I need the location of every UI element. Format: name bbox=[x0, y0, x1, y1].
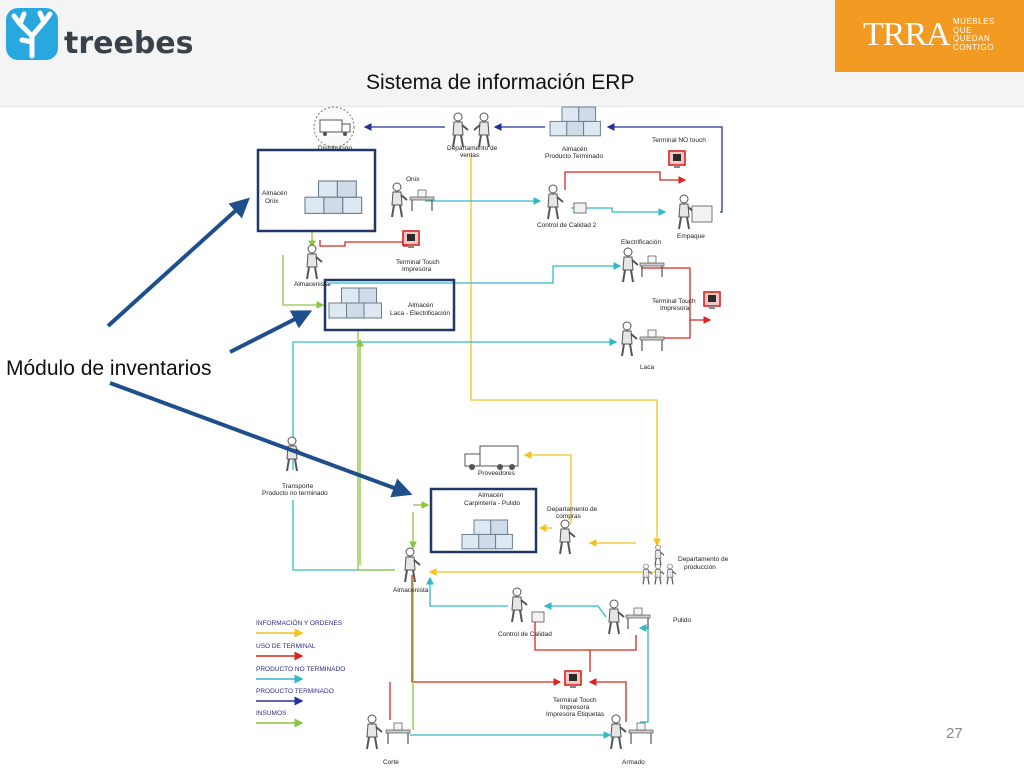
almacen-onix-boxes-icon bbox=[304, 180, 363, 214]
slide-number: 27 bbox=[946, 725, 963, 742]
label-control-calidad-2: Control de Calidad 2 bbox=[537, 222, 597, 229]
label-almacenista-bottom: Almacenista bbox=[393, 587, 429, 594]
label-compras-2: compras bbox=[556, 513, 582, 520]
almacenista-top-icon bbox=[306, 244, 323, 280]
legend: INFORMACIÓN Y ORDENES USO DE TERMINAL PR… bbox=[256, 618, 345, 728]
control-calidad-2-worker-icon bbox=[547, 184, 564, 220]
label-terminal-touch-bottom-3: Impresora Etiquetas bbox=[546, 711, 605, 718]
label-almacen-pt-2: Producto Terminado bbox=[545, 153, 603, 160]
trra-tagline: MUEBLES QUE QUEDAN CONTIGO bbox=[953, 17, 995, 52]
treebes-logo-text: treebes bbox=[64, 26, 194, 61]
label-almacen-onix-1: Almacén bbox=[262, 190, 288, 197]
label-terminal-touch-bottom-2: Impresora bbox=[560, 704, 590, 711]
legend-label-informacion: INFORMACIÓN Y ORDENES bbox=[256, 618, 343, 627]
label-ventas-1: Departamento de bbox=[447, 145, 498, 152]
produccion-team-icon bbox=[642, 544, 677, 586]
label-terminal-touch-right-1: Terminal Touch bbox=[652, 298, 696, 305]
label-ventas-2: ventas bbox=[460, 152, 480, 159]
callout-arrow-onix bbox=[106, 197, 250, 328]
label-electrificacion: Electrificación bbox=[621, 239, 661, 246]
label-laca: Laca bbox=[640, 364, 654, 371]
proveedores-truck-icon bbox=[464, 445, 519, 470]
callout-arrows bbox=[106, 197, 413, 498]
label-terminal-no-touch: Terminal NO touch bbox=[652, 137, 706, 144]
callout-arrow-laca bbox=[229, 310, 313, 354]
label-almacen-laca-1: Almacén bbox=[408, 302, 434, 309]
label-terminal-touch-top-2: Impresora bbox=[402, 266, 432, 273]
almacen-carpinteria-boxes-icon bbox=[461, 519, 513, 550]
modulo-inventarios-label: Módulo de inventarios bbox=[6, 357, 212, 380]
label-onix: Onix bbox=[406, 176, 420, 183]
laca-worker-icon bbox=[621, 321, 638, 357]
almacen-laca-highlight bbox=[323, 278, 456, 332]
tree-icon bbox=[6, 8, 58, 60]
label-produccion-1: Departamento de bbox=[678, 556, 729, 563]
label-corte: Corte bbox=[383, 759, 399, 766]
label-pulido: Pulido bbox=[673, 617, 691, 624]
trra-logo: TRRA MUEBLES QUE QUEDAN CONTIGO bbox=[835, 0, 1024, 72]
label-almacen-pt-1: Almacén bbox=[562, 146, 588, 153]
pulido-desk-icon bbox=[625, 607, 651, 630]
legend-label-no-terminado: PRODUCTO NO TERMINADO bbox=[256, 666, 345, 673]
corte-worker-icon bbox=[366, 714, 383, 750]
electrificacion-worker-icon bbox=[622, 247, 639, 283]
compras-worker-icon bbox=[559, 519, 576, 555]
legend-label-terminado: PRODUCTO TERMINADO bbox=[256, 688, 334, 695]
label-armado: Armado bbox=[622, 759, 645, 766]
treebes-logo: treebes bbox=[4, 2, 194, 64]
control-calidad-box-icon bbox=[531, 611, 545, 623]
ventas-handshake-icon bbox=[452, 112, 490, 148]
almacen-laca-boxes-icon bbox=[328, 287, 382, 319]
label-produccion-2: producción bbox=[684, 564, 716, 571]
label-transporte-2: Producto no terminado bbox=[262, 490, 328, 497]
label-control-calidad: Control de Calidad bbox=[498, 631, 552, 638]
label-compras-1: Departamento de bbox=[547, 506, 598, 513]
armado-worker-icon bbox=[610, 714, 627, 750]
label-transporte-1: Transporte bbox=[282, 483, 314, 490]
onix-worker-icon bbox=[391, 182, 408, 218]
corte-desk-icon bbox=[385, 722, 411, 745]
almacen-carpinteria-highlight bbox=[429, 487, 538, 554]
control-calidad-worker-icon bbox=[511, 587, 528, 623]
label-distribucion: Distribución bbox=[318, 145, 352, 152]
label-almacen-carpinteria-1: Almacén bbox=[478, 492, 504, 499]
header-bar: treebes TRRA MUEBLES QUE QUEDAN CONTIGO bbox=[0, 0, 1024, 107]
legend-label-terminal: USO DE TERMINAL bbox=[256, 643, 316, 650]
label-almacenista-top: Almacenista bbox=[294, 281, 330, 288]
label-almacen-onix-2: Onix bbox=[265, 198, 279, 205]
laca-desk-icon bbox=[639, 329, 665, 352]
label-terminal-touch-right-2: Impresora bbox=[660, 305, 690, 312]
label-terminal-touch-top-1: Terminal Touch bbox=[396, 259, 440, 266]
label-proveedores: Proveedores bbox=[478, 470, 516, 477]
terminal-touch-right-icon bbox=[703, 291, 721, 310]
pulido-worker-icon bbox=[608, 599, 625, 635]
label-empaque: Empaque bbox=[677, 233, 705, 240]
almacen-pt-boxes-icon bbox=[549, 106, 601, 137]
slide-title: Sistema de información ERP bbox=[366, 71, 635, 94]
label-terminal-touch-bottom-1: Terminal Touch bbox=[553, 697, 597, 704]
distribucion-truck-icon bbox=[313, 106, 355, 148]
armado-desk-icon bbox=[628, 722, 654, 745]
terminal-touch-bottom-icon bbox=[564, 670, 582, 689]
electrificacion-desk-icon bbox=[639, 255, 665, 278]
callout-arrow-carpinteria bbox=[109, 381, 413, 498]
label-almacen-carpinteria-2: Carpintería - Pulido bbox=[464, 500, 520, 507]
control-calidad-2-box-icon bbox=[573, 202, 587, 214]
label-almacen-laca-2: Laca - Electrificación bbox=[390, 310, 450, 317]
terminal-no-touch-icon bbox=[668, 150, 686, 169]
terminal-touch-top-icon bbox=[402, 230, 420, 249]
legend-label-insumos: INSUMOS bbox=[256, 710, 287, 717]
empaque-icon bbox=[678, 194, 713, 230]
trra-logo-text: TRRA bbox=[863, 16, 951, 53]
almacen-onix-highlight bbox=[256, 148, 377, 233]
